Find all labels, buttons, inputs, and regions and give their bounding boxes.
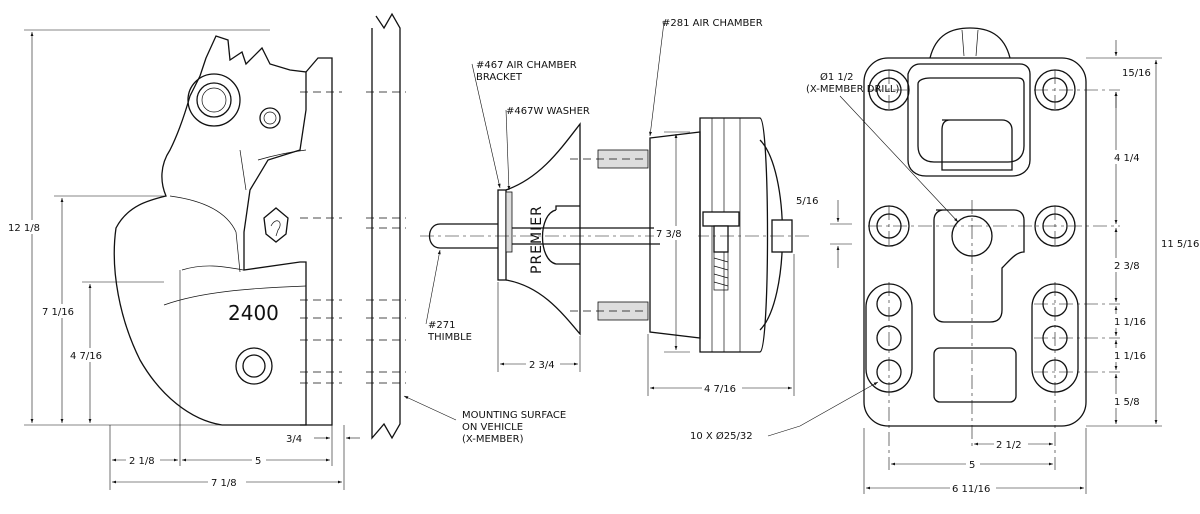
dim-bracket-depth: 2 3/4 [529,360,555,371]
pivot-bolt [196,82,232,118]
air-chamber-view: PREMIER #281 AIR CHAMBER #467 AIR CHAMBE… [420,18,852,396]
thimble-callout: #271 THIMBLE [427,320,472,343]
drill-callout: Ø1 1/2 (X-MEMBER DRILL) [806,71,899,95]
brand-label: PREMIER [529,205,545,274]
drill-callout-line-1: Ø1 1/2 [820,71,854,83]
dim-hole-spacing: 5 [969,460,975,471]
model-number: 2400 [228,301,279,325]
bracket-callout-line-1: #467 AIR CHAMBER [476,60,577,71]
thimble-callout-line-1: #271 [428,320,455,331]
dim-slot-spacing-2: 1 1/16 [1114,351,1146,362]
lower-pocket [933,347,1017,403]
washer [505,191,513,253]
mounting-surface-label: MOUNTING SURFACE ON VEHICLE (X-MEMBER) [462,410,569,445]
air-chamber-callout: #281 AIR CHAMBER [662,18,763,29]
dim-bolt-spacing: 5 [255,456,261,467]
washer-callout: #467W WASHER [506,106,590,117]
dim-chamber-height: 7 3/8 [656,229,682,240]
dim-stud-offset: 5/16 [796,196,818,207]
mounting-label-line-3: (X-MEMBER) [462,434,524,445]
dim-height-to-jaw: 7 1/16 [42,307,74,318]
holes-callout: 10 X Ø25/32 [690,430,753,442]
dim-upper-spacing: 4 1/4 [1114,153,1140,164]
bracket-callout: #467 AIR CHAMBER BRACKET [476,60,580,83]
dim-slot-spacing-1: 1 1/16 [1114,317,1146,328]
dim-offset-left: 2 1/8 [129,456,155,467]
chamber-clamp-ring [699,117,769,353]
bracket-callout-line-2: BRACKET [476,72,523,83]
drill-callout-line-2: (X-MEMBER DRILL) [806,84,899,95]
thimble-callout-line-2: THIMBLE [427,332,472,343]
dim-middle-spacing: 2 3/8 [1114,261,1140,272]
lower-bolt [242,354,266,378]
latch-edge [239,149,247,191]
mounting-plate-outline [300,57,333,426]
premier-logo-icon [263,207,289,243]
mounting-label-line-2: ON VEHICLE [462,422,523,433]
mounting-label-line-1: MOUNTING SURFACE [462,410,566,421]
hook-body-outline [113,35,307,426]
dim-flange: 3/4 [286,434,302,445]
dim-height-to-lower-hole: 4 7/16 [70,351,102,362]
thimble [428,223,501,249]
bracket-plate [497,189,507,281]
dim-top-edge: 15/16 [1122,68,1151,79]
dim-overall-width: 7 1/8 [211,478,237,489]
dim-rear-overall-height: 11 5/16 [1161,239,1199,250]
side-view: 2400 12 1/8 7 1/16 4 7/16 2 1/8 5 [6,29,360,490]
jaw-curve [169,195,241,273]
lower-bolt-boss [235,347,273,385]
dim-center-offset: 2 1/2 [996,440,1022,451]
jaw-lip [181,265,245,271]
pin-hole [259,107,281,129]
body-rib [163,285,307,306]
dim-chamber-length: 4 7/16 [704,384,736,395]
dim-rear-overall-width: 6 11/16 [952,484,990,495]
pivot-boss [187,73,241,127]
top-dome [929,27,1011,59]
x-member-section: MOUNTING SURFACE ON VEHICLE (X-MEMBER) [366,12,569,445]
dim-bottom-edge: 1 5/8 [1114,397,1140,408]
dim-overall-height: 12 1/8 [8,223,40,234]
clamp-bolt-head [702,211,740,227]
bracket-body [505,122,581,336]
rear-view: 11 5/16 15/16 4 1/4 2 3/8 1 1/16 1 1/16 … [690,27,1199,495]
upper-rib [257,149,307,161]
rear-plate [863,57,1087,427]
